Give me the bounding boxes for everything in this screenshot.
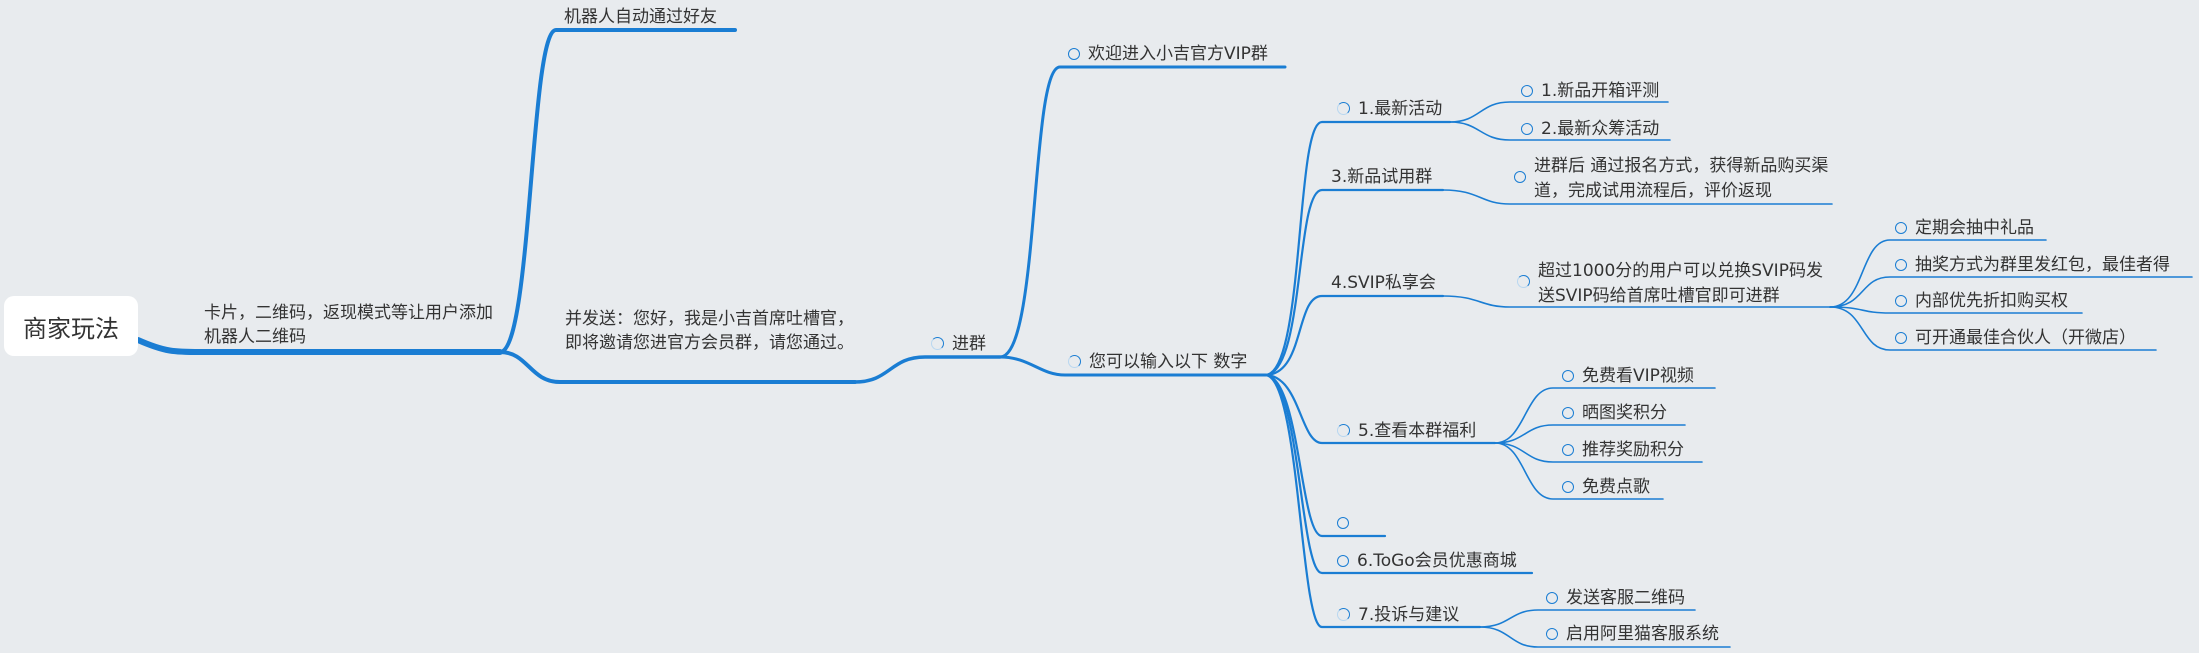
circle-icon <box>1521 85 1533 97</box>
circle-icon <box>1546 592 1558 604</box>
edge-opt4a-to-3 <box>1829 306 2083 314</box>
edge-opt5-to-a <box>1494 387 1716 444</box>
node-option-5d[interactable]: 免费点歌 <box>1562 475 1650 500</box>
node-option-3a[interactable]: 进群后 通过报名方式，获得新品购买渠道，完成试用流程后，评价返现 <box>1514 154 1834 204</box>
node-option-5b[interactable]: 晒图奖积分 <box>1562 401 1667 426</box>
circle-icon <box>1514 171 1526 183</box>
edge-opt5-to-c <box>1494 442 1703 463</box>
loading-icon <box>1068 355 1081 368</box>
edge-input-to-opt4 <box>1263 294 1445 377</box>
loading-icon <box>1337 608 1350 621</box>
node-welcome-label: 欢迎进入小吉官方VIP群 <box>1088 44 1268 64</box>
node-option-5[interactable]: 5.查看本群福利 <box>1337 419 1476 444</box>
node-option-4a-1-label: 定期会抽中礼品 <box>1915 218 2034 238</box>
edge-card-to-send <box>498 350 857 384</box>
edge-opt3-to-a <box>1442 189 1833 205</box>
circle-icon <box>1546 628 1558 640</box>
edge-opt1-to-a <box>1449 101 1669 123</box>
node-option-7a-label: 发送客服二维码 <box>1566 588 1685 608</box>
edge-join-to-input <box>998 355 1267 377</box>
circle-icon <box>1895 332 1907 344</box>
node-option-1a-label: 1.新品开箱评测 <box>1541 81 1660 101</box>
node-option-1-label: 1.最新活动 <box>1358 99 1443 119</box>
edge-input-to-opt3 <box>1263 188 1445 377</box>
node-option-7b[interactable]: 启用阿里猫客服系统 <box>1546 622 1719 647</box>
node-option-3[interactable]: 3.新品试用群 <box>1331 167 1433 187</box>
node-option-5c-label: 推荐奖励积分 <box>1582 440 1684 460</box>
circle-icon <box>1337 555 1349 567</box>
edge-opt4-to-a <box>1442 295 1831 308</box>
node-option-7-label: 7.投诉与建议 <box>1358 605 1460 625</box>
node-option-1b-label: 2.最新众筹活动 <box>1541 119 1660 139</box>
edge-opt7-to-a <box>1479 609 1696 628</box>
edge-opt5-to-d <box>1494 442 1664 500</box>
circle-icon <box>1562 407 1574 419</box>
node-option-4a-1[interactable]: 定期会抽中礼品 <box>1895 216 2034 241</box>
edge-opt4a-to-2 <box>1829 276 2193 308</box>
edge-join-to-welcome <box>998 65 1287 359</box>
node-option-4a[interactable]: 超过1000分的用户可以兑换SVIP码发送SVIP码给首席吐槽官即可进群 <box>1517 259 1828 309</box>
loading-icon <box>1517 275 1530 288</box>
edge-input-to-opt7 <box>1263 373 1482 629</box>
edge-opt7-to-b <box>1479 626 1731 648</box>
node-option-4a-2[interactable]: 抽奖方式为群里发红包，最佳者得 <box>1895 253 2170 278</box>
node-option-5b-label: 晒图奖积分 <box>1582 403 1667 423</box>
edge-opt4a-to-1 <box>1829 239 2047 308</box>
node-option-4a-2-label: 抽奖方式为群里发红包，最佳者得 <box>1915 255 2170 275</box>
edge-opt1-to-b <box>1449 121 1671 141</box>
node-option-7a[interactable]: 发送客服二维码 <box>1546 586 1685 611</box>
edge-input-to-opt1 <box>1263 120 1452 377</box>
node-option-6-label: 6.ToGo会员优惠商城 <box>1357 551 1517 571</box>
circle-icon <box>1068 48 1080 60</box>
node-welcome[interactable]: 欢迎进入小吉官方VIP群 <box>1068 42 1268 67</box>
edge-opt4a-to-4 <box>1829 306 2157 351</box>
edge-root-to-card <box>135 337 503 355</box>
edge-card-to-auto-friend <box>498 28 737 354</box>
node-option-3a-label: 进群后 通过报名方式，获得新品购买渠道，完成试用流程后，评价返现 <box>1534 156 1829 201</box>
node-option-4a-label: 超过1000分的用户可以兑换SVIP码发送SVIP码给首席吐槽官即可进群 <box>1538 261 1823 306</box>
circle-icon <box>1562 481 1574 493</box>
node-join-group[interactable]: 进群 <box>931 332 986 357</box>
circle-icon <box>1337 517 1349 529</box>
node-option-5-label: 5.查看本群福利 <box>1358 421 1477 441</box>
node-option-5a[interactable]: 免费看VIP视频 <box>1562 364 1694 389</box>
node-option-4a-3-label: 内部优先折扣购买权 <box>1915 291 2068 311</box>
node-option-1[interactable]: 1.最新活动 <box>1337 97 1442 122</box>
edge-input-to-opt6 <box>1263 373 1534 575</box>
node-option-4[interactable]: 4.SVIP私享会 <box>1331 273 1436 293</box>
node-option-4a-4[interactable]: 可开通最佳合伙人（开微店） <box>1895 326 2136 351</box>
node-empty[interactable] <box>1337 511 1357 536</box>
loading-icon <box>1337 424 1350 437</box>
node-card-qrcode[interactable]: 卡片，二维码，返现模式等让用户添加机器人二维码 <box>204 303 493 347</box>
circle-icon <box>1895 222 1907 234</box>
node-option-7[interactable]: 7.投诉与建议 <box>1337 603 1459 628</box>
circle-icon <box>1562 370 1574 382</box>
edge-opt5-to-b <box>1494 424 1686 444</box>
node-join-label: 进群 <box>952 334 986 354</box>
edge-send-to-join <box>853 355 1002 384</box>
node-option-1b[interactable]: 2.最新众筹活动 <box>1521 117 1659 142</box>
loading-icon <box>931 337 944 350</box>
node-option-5c[interactable]: 推荐奖励积分 <box>1562 438 1684 463</box>
node-input-number[interactable]: 您可以输入以下 数字 <box>1068 350 1247 375</box>
root-node[interactable]: 商家玩法 <box>4 296 138 356</box>
circle-icon <box>1895 295 1907 307</box>
node-input-label: 您可以输入以下 数字 <box>1089 352 1248 372</box>
circle-icon <box>1521 123 1533 135</box>
node-option-7b-label: 启用阿里猫客服系统 <box>1566 624 1719 644</box>
node-option-4a-4-label: 可开通最佳合伙人（开微店） <box>1915 328 2136 348</box>
edge-input-to-opt5 <box>1263 373 1497 445</box>
node-send-message[interactable]: 并发送：您好，我是小吉首席吐槽官，即将邀请您进官方会员群，请您通过。 <box>565 309 854 353</box>
circle-icon <box>1562 444 1574 456</box>
circle-icon <box>1895 259 1907 271</box>
node-option-4a-3[interactable]: 内部优先折扣购买权 <box>1895 289 2068 314</box>
node-option-5a-label: 免费看VIP视频 <box>1582 366 1694 386</box>
node-option-1a[interactable]: 1.新品开箱评测 <box>1521 79 1659 104</box>
node-auto-friend[interactable]: 机器人自动通过好友 <box>564 7 717 27</box>
node-option-6[interactable]: 6.ToGo会员优惠商城 <box>1337 549 1517 574</box>
node-option-5d-label: 免费点歌 <box>1582 477 1650 497</box>
loading-icon <box>1337 102 1350 115</box>
